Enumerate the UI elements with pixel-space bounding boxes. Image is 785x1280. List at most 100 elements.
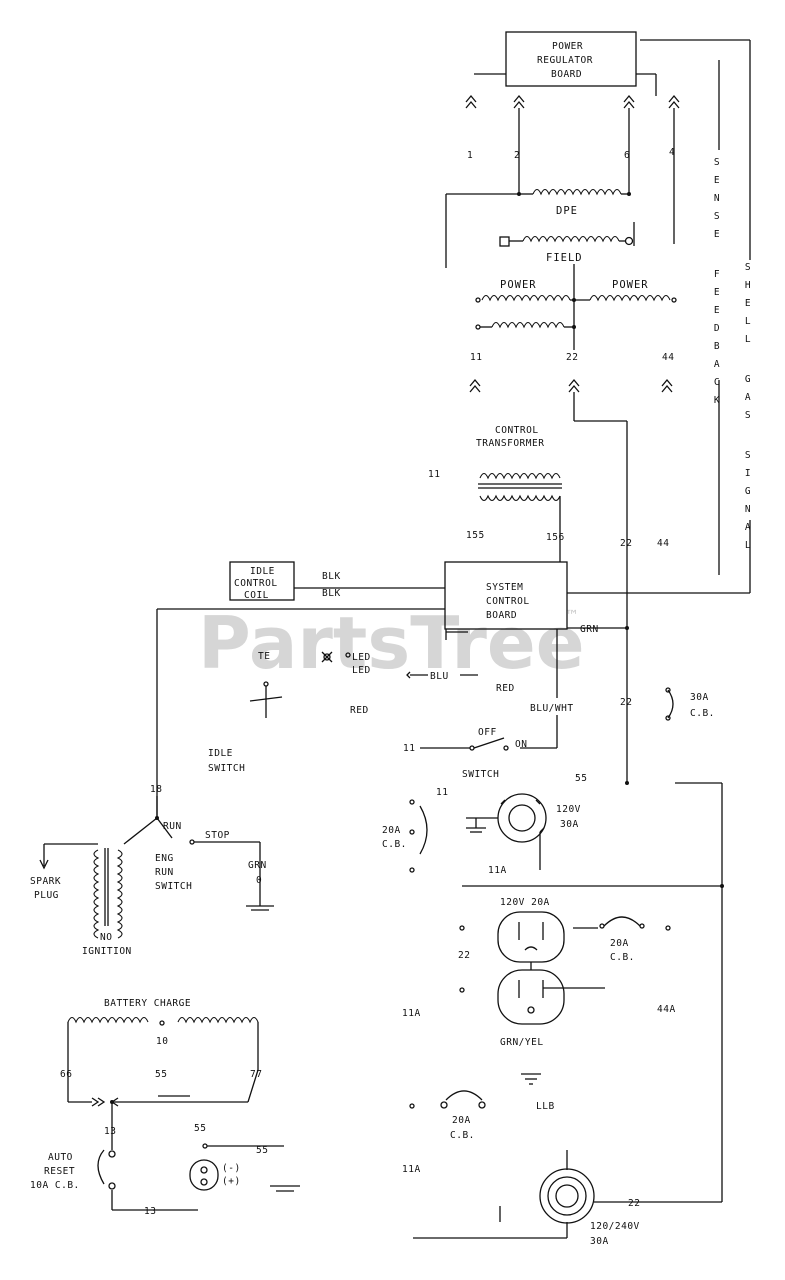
- run-label: RUN: [163, 821, 182, 832]
- wire-11A-c: 11A: [402, 1164, 421, 1175]
- grn-eng-line2: 0: [256, 875, 262, 886]
- rec30-line1: 120V: [556, 804, 581, 815]
- rec20-top: 120V 20A: [500, 897, 550, 908]
- cb20r-line1: 20A: [610, 938, 629, 949]
- wire-22b: 22: [620, 538, 632, 549]
- power-left-label: POWER: [500, 279, 537, 291]
- circuit-breaker-20a-right: 20A C.B.: [573, 916, 671, 963]
- wire-44A: 44A: [657, 1004, 676, 1015]
- dpe-winding: DPE: [517, 188, 631, 217]
- ct-line1: CONTROL: [495, 425, 539, 436]
- grn-yel: GRN/YEL: [500, 1037, 544, 1048]
- scb-line2: CONTROL: [486, 596, 530, 607]
- idle-control-coil: IDLE CONTROL COIL: [229, 561, 295, 601]
- idle-sw-line1: IDLE: [208, 748, 233, 759]
- wire-22a: 22: [566, 352, 578, 363]
- watermark-trademark: ™: [565, 608, 579, 624]
- auto-line2: RESET: [44, 1166, 75, 1177]
- wire-13b: 13: [144, 1206, 156, 1217]
- battery-charge-winding: BATTERY CHARGE 10 66 55 77: [60, 998, 262, 1150]
- power-windings: POWER POWER: [475, 264, 677, 350]
- cb20b-line2: C.B.: [450, 1130, 475, 1141]
- icc-line3: COIL: [244, 590, 269, 601]
- cb20l-line2: C.B.: [382, 839, 407, 850]
- ign-line1: NO: [100, 932, 112, 943]
- circuit-breaker-20a-left: 20A C.B.: [382, 799, 428, 873]
- led-indicators: LED LED: [321, 651, 370, 676]
- power-regulator-board: POWER REGULATOR BOARD: [505, 31, 637, 87]
- on-label: ON: [515, 739, 527, 750]
- idle-switch-top: TE: [258, 651, 270, 662]
- wire-4: 4: [669, 147, 675, 158]
- cb30-line2: C.B.: [690, 708, 715, 719]
- stop-label: STOP: [205, 830, 230, 841]
- wire-llb: LLB: [536, 1101, 555, 1112]
- wire-55d: 55: [256, 1145, 268, 1156]
- wire-55a: 55: [575, 773, 587, 784]
- rec30-line2: 30A: [560, 819, 579, 830]
- wire-11d: 11: [436, 787, 448, 798]
- engine-run-switch: RUN STOP ENG RUN SWITCH GRN 0: [155, 817, 274, 911]
- charging-connector: 55 55 (-) (+): [189, 1123, 300, 1192]
- on-off-switch: 11 OFF ON SWITCH: [403, 727, 527, 780]
- wire-22c: 22: [620, 697, 632, 708]
- cb20l-line1: 20A: [382, 825, 401, 836]
- eng-run-line3: SWITCH: [155, 881, 192, 892]
- rec240-line1: 120/240V: [590, 1221, 640, 1232]
- wire-11A-b: 11A: [402, 1008, 421, 1019]
- wire-22d: 22: [458, 950, 470, 961]
- control-transformer: CONTROL TRANSFORMER: [476, 425, 562, 502]
- scb-line3: BOARD: [486, 610, 517, 621]
- idle-switch: TE IDLE SWITCH: [208, 651, 283, 774]
- circuit-breaker-30a: 30A C.B.: [665, 687, 715, 721]
- icc-line2: CONTROL: [234, 578, 278, 589]
- wire-156: 156: [546, 532, 565, 543]
- wire-11b: 11: [428, 469, 440, 480]
- prb-line2: REGULATOR: [537, 55, 593, 66]
- field-label: FIELD: [546, 252, 583, 264]
- prb-line3: BOARD: [551, 69, 582, 80]
- ignition-coil: SPARK PLUG NO IGNITION: [30, 843, 132, 957]
- wire-155: 155: [466, 530, 485, 541]
- battery-charge-label: BATTERY CHARGE: [104, 998, 191, 1009]
- wire-66: 66: [60, 1069, 72, 1080]
- wire-1: 1: [467, 150, 473, 161]
- field-winding: FIELD: [499, 222, 635, 264]
- connector-chevrons: [465, 94, 680, 109]
- cb20r-line2: C.B.: [610, 952, 635, 963]
- blk-bottom: BLK: [322, 588, 341, 599]
- wire-55b: 55: [155, 1069, 167, 1080]
- off-label: OFF: [478, 727, 497, 738]
- system-control-board: SYSTEM CONTROL BOARD: [444, 561, 568, 630]
- ct-line2: TRANSFORMER: [476, 438, 544, 449]
- circuit-breaker-20a-bottom: 20A C.B. LLB: [409, 1090, 555, 1141]
- blk-top: BLK: [322, 571, 341, 582]
- wire-18: 18: [150, 784, 162, 795]
- batt-minus: (-): [222, 1163, 241, 1174]
- power-right-label: POWER: [612, 279, 649, 291]
- dpe-label: DPE: [556, 205, 578, 217]
- idle-sw-line2: SWITCH: [208, 763, 245, 774]
- wire-6: 6: [624, 150, 630, 161]
- wire-77: 77: [250, 1069, 262, 1080]
- wire-22e: 22: [628, 1198, 640, 1209]
- spark-line2: PLUG: [34, 890, 59, 901]
- ign-line2: IGNITION: [82, 946, 132, 957]
- red-left: RED: [350, 705, 369, 716]
- icc-line1: IDLE: [250, 566, 275, 577]
- eng-run-line2: RUN: [155, 867, 174, 878]
- wire-13a: 13: [104, 1126, 116, 1137]
- wire-11a: 11: [470, 352, 482, 363]
- red-right: RED: [496, 683, 515, 694]
- watermark-brand: PartsTree: [198, 601, 585, 685]
- rec240-line2: 30A: [590, 1236, 609, 1247]
- receptacle-120v-30a: 11 55 120V 30A: [436, 773, 587, 870]
- prb-line1: POWER: [552, 41, 583, 52]
- grn-eng-line1: GRN: [248, 860, 267, 871]
- auto-line3: 10A C.B.: [30, 1180, 80, 1191]
